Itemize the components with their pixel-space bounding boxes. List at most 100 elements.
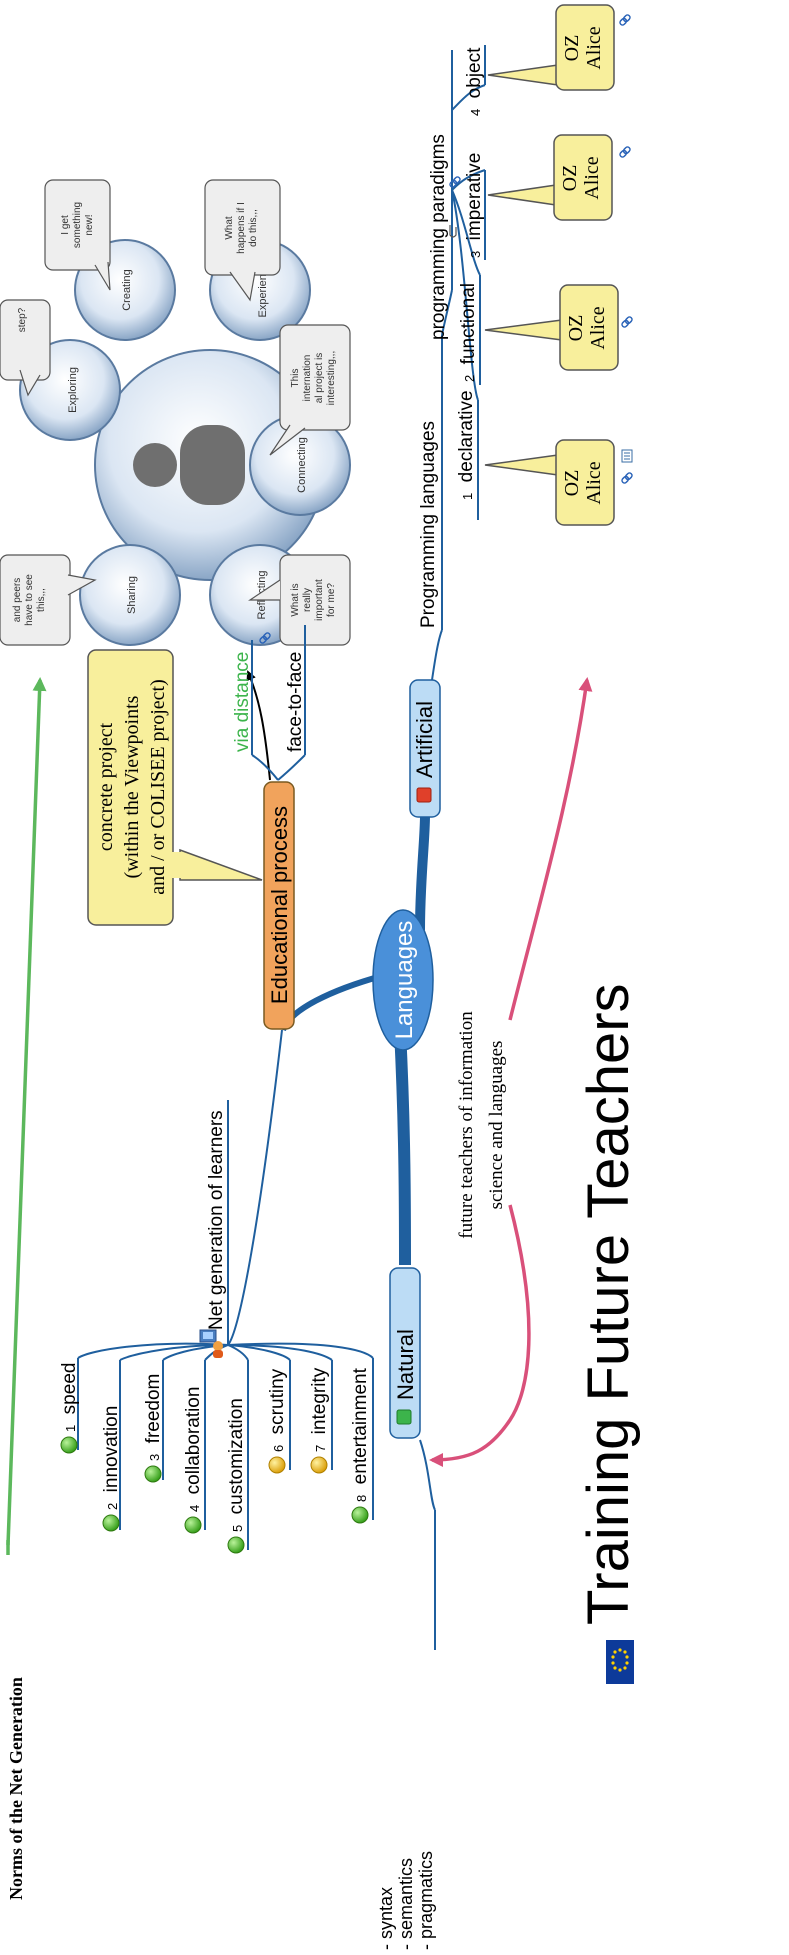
natural-node[interactable]: Natural <box>389 1267 421 1439</box>
norm-1-label: 1 speed <box>59 1363 80 1432</box>
connecting-bubble-tail <box>269 424 306 456</box>
norm-4-num: 4 <box>187 1505 202 1512</box>
branch-root-to-natural <box>394 1029 411 1266</box>
reflecting-bubble-tail <box>248 579 281 601</box>
norm-7-text: integrity <box>309 1367 330 1434</box>
page-title: Training Future Teachers <box>576 983 641 1625</box>
speech-bubbles <box>0 179 351 646</box>
branch-root-to-artificial <box>415 814 430 931</box>
paradigm-3-text: imperative <box>464 153 485 241</box>
norm-2-label: 2 innovation <box>101 1406 122 1510</box>
oz-alice-1-line2: Alice <box>583 461 605 504</box>
norm-8-num: 8 <box>354 1495 369 1502</box>
face-to-face-label: face-to-face <box>285 652 306 752</box>
oz-alice-2-tail <box>484 319 563 341</box>
concrete-project-line3: and / or COLISEE project) <box>147 679 169 895</box>
link-icon[interactable] <box>621 472 633 484</box>
branch-paradigm-3 <box>451 169 486 191</box>
linguistics-syntax: - syntax <box>376 1887 396 1950</box>
artificial-node-box[interactable] <box>409 679 441 818</box>
norm-8-label: 8 entertainment <box>350 1367 371 1502</box>
branch-norm-1 <box>77 1342 229 1359</box>
branch-paradigm-2 <box>451 189 481 276</box>
educational-process-label: Educational process <box>267 806 292 1004</box>
norms-heading: Norms of the Net Generation <box>6 1677 26 1900</box>
educational-process-node[interactable]: Educational process <box>263 781 295 1030</box>
learning-cycle-image: Exploring Creating Experience Connecting… <box>0 179 351 646</box>
natural-node-box[interactable] <box>389 1267 421 1439</box>
link-icon[interactable] <box>621 316 633 328</box>
branch-natural-linguistics <box>419 1439 436 1511</box>
branch-norm-5 <box>227 1344 249 1361</box>
branch-edu-via-distance <box>251 754 279 781</box>
branch-edu-face-to-face <box>277 754 306 781</box>
exploring-bubble-tail <box>19 369 41 397</box>
root-node[interactable]: Languages <box>372 909 434 1051</box>
norm-6-num: 6 <box>271 1445 286 1452</box>
learner-silhouette <box>133 425 245 505</box>
link-icon[interactable] <box>619 146 631 158</box>
branch-artificial-prog-lang <box>431 629 443 681</box>
branch-prog-lang-paradigms <box>441 289 453 336</box>
concrete-project-callout: concrete project (within the Viewpoints … <box>87 649 263 926</box>
concrete-project-join <box>168 852 182 878</box>
connecting-label: Connecting <box>296 437 308 493</box>
reflecting-bubble-line1: What is <box>290 583 301 616</box>
branch-norm-7 <box>227 1344 333 1361</box>
creating-bubble-tail <box>94 261 111 291</box>
oz-alice-2-line1: OZ <box>565 315 587 342</box>
branch-paradigm-4 <box>451 84 486 111</box>
oz-alice-3-line2: Alice <box>581 156 603 199</box>
concrete-project-tail <box>179 848 263 881</box>
creating-bubble <box>44 179 111 271</box>
paradigm-1-num: 1 <box>460 493 475 500</box>
creating-bubble-line2: something <box>72 202 83 248</box>
norm-1-text: speed <box>59 1363 80 1415</box>
link-icon[interactable] <box>259 632 271 644</box>
paradigm-1-label: 1 declarative <box>456 390 477 500</box>
pink-arrow-to-oz-alice <box>508 677 593 1021</box>
artificial-node[interactable]: Artificial <box>409 679 441 818</box>
paradigm-3-label: 3 imperative <box>464 153 485 258</box>
net-generation-label: Net generation of learners <box>206 1110 227 1330</box>
experience-bubble-line2: happens if I <box>236 202 247 254</box>
oz-alice-1-tail <box>484 454 559 476</box>
connecting-bubble-line3: al project is <box>314 353 325 404</box>
reflecting-bubble-line4: for me? <box>326 583 337 617</box>
link-icon[interactable] <box>449 176 461 188</box>
norm-5-text: customization <box>226 1398 247 1514</box>
educational-process-box[interactable] <box>263 781 295 1030</box>
exploring-label: Exploring <box>67 367 79 413</box>
norm-8-text: entertainment <box>350 1367 371 1484</box>
paradigm-2-text: functional <box>458 283 479 364</box>
sharing-bubble-tail <box>67 574 97 596</box>
exploring-bubble-text: step? <box>17 307 28 332</box>
norm-2-status-icon <box>102 1514 120 1532</box>
green-arrow-norms-to-cycle <box>6 677 47 1546</box>
natural-task-icon <box>396 1409 412 1425</box>
branch-norm-8 <box>227 1342 374 1359</box>
future-teachers-line2: science and languages <box>486 1041 507 1210</box>
sharing-bubble-line1: and peers <box>12 578 23 622</box>
connecting-bubble-line1: This <box>290 369 301 388</box>
norm-1-num: 1 <box>63 1425 78 1432</box>
norm-6-text: scrutiny <box>267 1368 288 1434</box>
norm-6-label: 6 scrutiny <box>267 1368 288 1452</box>
experience-bubble-line1: What <box>224 216 235 240</box>
connecting-bubble <box>279 324 351 431</box>
via-distance-link[interactable]: via distance <box>232 652 253 752</box>
eu-flag-icon <box>606 1640 634 1684</box>
oz-alice-2-line2: Alice <box>587 306 609 349</box>
learner-people-icon <box>199 1329 223 1358</box>
oz-alice-4-line1: OZ <box>561 35 583 62</box>
sharing-circle <box>79 544 181 646</box>
paradigm-4-label: 4 object <box>464 47 485 116</box>
pink-arrow-to-natural <box>429 1204 531 1467</box>
norm-5-status-icon <box>227 1536 245 1554</box>
artificial-label: Artificial <box>412 701 437 778</box>
root-node-shape[interactable] <box>372 909 434 1051</box>
norm-3-status-icon <box>144 1465 162 1483</box>
experience-bubble-tail <box>229 271 256 302</box>
paradigm-1-text: declarative <box>456 390 477 482</box>
link-icon[interactable] <box>619 14 631 26</box>
